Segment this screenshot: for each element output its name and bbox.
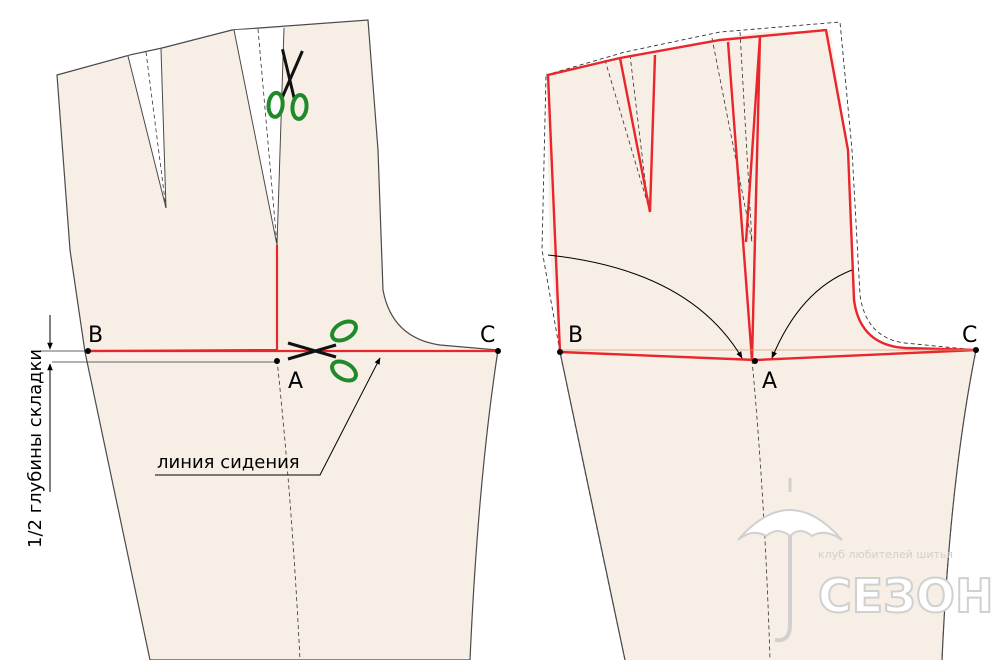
- scissors-icon: [287, 319, 358, 383]
- right-rotation-arc-left: [547, 254, 743, 359]
- right-point-b: [557, 349, 563, 355]
- left-label-a: A: [288, 369, 303, 394]
- right-label-a: A: [762, 369, 777, 394]
- right-point-a: [752, 358, 758, 364]
- right-point-c: [973, 347, 979, 353]
- umbrella-logo-icon: [737, 478, 843, 643]
- left-point-c: [495, 348, 501, 354]
- right-label-b: B: [568, 323, 583, 348]
- seat-line-label: линия сидения: [157, 452, 300, 473]
- right-fabric-shape: [546, 30, 976, 660]
- left-label-c: C: [480, 323, 495, 348]
- watermark: клуб любителей шитья СЕЗОН: [737, 478, 994, 643]
- left-point-a: [274, 358, 280, 364]
- right-pattern-piece: B C A: [541, 21, 979, 660]
- right-rotation-arc-right: [771, 269, 853, 359]
- right-red-dart-2: [726, 35, 762, 361]
- left-point-b: [85, 348, 91, 354]
- seat-line-leader: [155, 357, 381, 476]
- right-new-outline: [546, 28, 977, 362]
- right-red-dart-1: [618, 54, 657, 213]
- left-pattern-piece: B C A линия сидения 1/2 глубины складки: [25, 19, 501, 660]
- depth-label: 1/2 глубины складки: [25, 349, 46, 548]
- left-label-b: B: [88, 323, 103, 348]
- left-center-guide: [276, 359, 301, 660]
- scissors-icon: [266, 48, 309, 121]
- watermark-club-text: клуб любителей шитья: [818, 548, 953, 561]
- right-label-c: C: [962, 323, 977, 348]
- watermark-brand: СЕЗОН: [818, 569, 993, 623]
